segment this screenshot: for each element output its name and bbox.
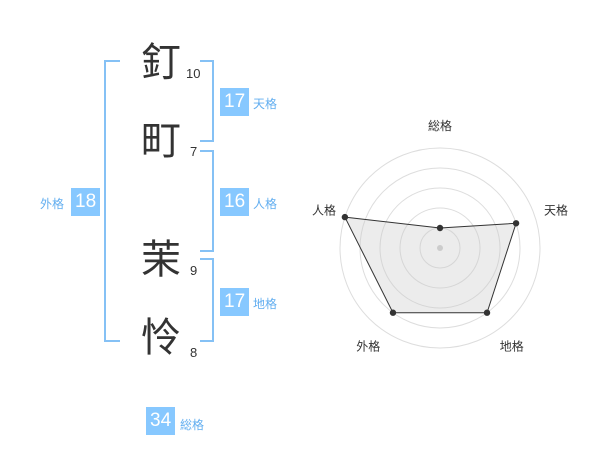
data-point-3 (389, 309, 397, 316)
grid-ring-5 (339, 147, 541, 349)
soukaku-label: 総格 (180, 418, 205, 432)
axis-label-1: 天格 (544, 202, 568, 217)
data-point-2 (483, 309, 491, 316)
axis-label-2: 地格 (500, 339, 524, 354)
axis-label-3: 外格 (356, 339, 380, 354)
stroke-count-1: 10 (186, 66, 201, 81)
gaikaku-value-badge: 18 (71, 188, 101, 216)
grid-ring-2 (399, 207, 481, 289)
chikaku-bracket (200, 258, 214, 342)
grid-ring-3 (379, 187, 501, 309)
stroke-count-3: 9 (190, 263, 198, 278)
gaikaku-bracket (104, 60, 120, 342)
center-point (437, 245, 443, 251)
data-point-4 (341, 213, 349, 221)
axis-label-0: 総格 (428, 118, 452, 133)
jinkaku-value-badge: 16 (220, 188, 250, 216)
stroke-count-4: 8 (190, 345, 198, 360)
chikaku-label: 地格 (253, 297, 278, 311)
tenkaku-label: 天格 (253, 97, 278, 111)
name-char-4: 怜 (141, 315, 181, 361)
stroke-count-2: 7 (190, 144, 198, 159)
jinkaku-label: 人格 (253, 197, 278, 211)
chikaku-value-badge: 17 (220, 288, 250, 316)
tenkaku-bracket (200, 60, 214, 142)
soukaku-value-badge: 34 (146, 407, 176, 435)
gaikaku-label: 外格 (40, 197, 65, 211)
name-char-2: 町 (141, 118, 181, 164)
name-char-3: 茉 (141, 237, 181, 283)
jinkaku-bracket (200, 150, 214, 252)
tenkaku-value-badge: 17 (220, 88, 250, 116)
name-char-1: 釘 (141, 40, 181, 86)
axis-label-4: 人格 (312, 202, 336, 217)
data-point-0 (436, 224, 444, 232)
data-point-1 (512, 220, 520, 227)
data-polygon (344, 216, 517, 314)
